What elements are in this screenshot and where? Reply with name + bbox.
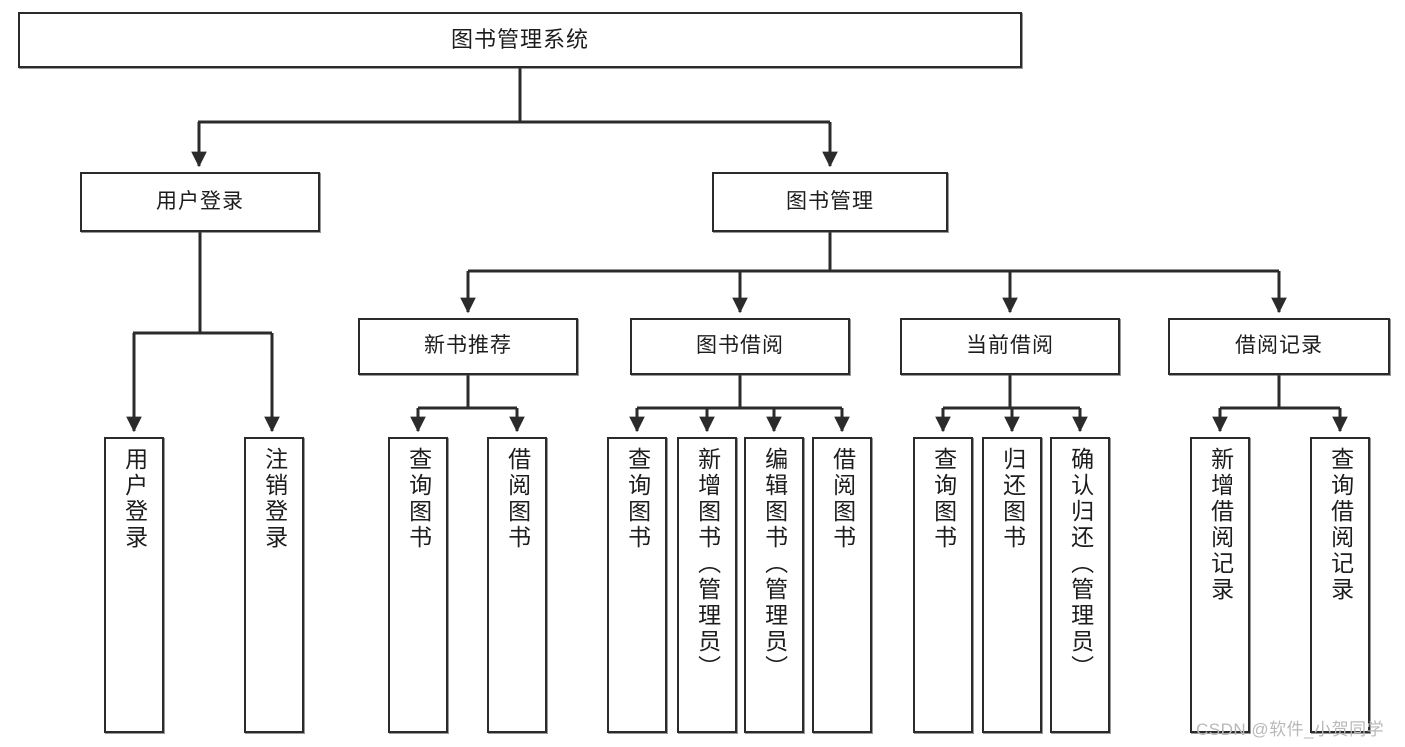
node-leaf-logout-login[interactable]: 注销登录 (244, 437, 304, 733)
node-leaf-add-book-admin[interactable]: 新增图书（管理员） (677, 437, 737, 733)
node-leaf-logout-login-label: 注销登录 (261, 447, 288, 551)
node-leaf-add-borrow-record-label: 新增借阅记录 (1207, 447, 1234, 603)
node-new-book-recommend-label: 新书推荐 (424, 334, 512, 358)
node-leaf-query-book-2[interactable]: 查询图书 (607, 437, 667, 733)
node-leaf-borrow-book-2-label: 借阅图书 (829, 447, 856, 551)
node-leaf-user-login-label: 用户登录 (121, 447, 148, 551)
node-leaf-return-book[interactable]: 归还图书 (982, 437, 1042, 733)
node-leaf-query-book-2-label: 查询图书 (624, 447, 651, 551)
node-new-book-recommend[interactable]: 新书推荐 (358, 318, 578, 375)
node-root-label: 图书管理系统 (450, 27, 589, 53)
node-leaf-add-borrow-record[interactable]: 新增借阅记录 (1190, 437, 1250, 733)
node-book-borrow[interactable]: 图书借阅 (630, 318, 850, 375)
node-leaf-edit-book-admin[interactable]: 编辑图书（管理员） (744, 437, 804, 733)
node-leaf-borrow-book-1[interactable]: 借阅图书 (487, 437, 547, 733)
node-leaf-user-login[interactable]: 用户登录 (104, 437, 164, 733)
node-borrow-record-label: 借阅记录 (1235, 334, 1323, 358)
node-leaf-confirm-return-admin-label: 确认归还（管理员） (1067, 447, 1094, 681)
node-leaf-return-book-label: 归还图书 (999, 447, 1026, 551)
node-leaf-query-book-1[interactable]: 查询图书 (388, 437, 448, 733)
node-leaf-edit-book-admin-label: 编辑图书（管理员） (761, 447, 788, 681)
node-leaf-borrow-book-2[interactable]: 借阅图书 (812, 437, 872, 733)
csdn-watermark: CSDN @软件_小贺同学 (1196, 720, 1385, 739)
node-leaf-borrow-book-1-label: 借阅图书 (504, 447, 531, 551)
node-leaf-query-book-3-label: 查询图书 (930, 447, 957, 551)
node-root[interactable]: 图书管理系统 (18, 12, 1022, 68)
node-leaf-add-book-admin-label: 新增图书（管理员） (694, 447, 721, 681)
node-user-login[interactable]: 用户登录 (80, 172, 320, 232)
node-current-borrow[interactable]: 当前借阅 (900, 318, 1120, 375)
node-book-manage[interactable]: 图书管理 (712, 172, 948, 232)
node-leaf-confirm-return-admin[interactable]: 确认归还（管理员） (1050, 437, 1110, 733)
node-leaf-query-borrow-record[interactable]: 查询借阅记录 (1310, 437, 1370, 733)
node-current-borrow-label: 当前借阅 (966, 334, 1054, 358)
node-borrow-record[interactable]: 借阅记录 (1168, 318, 1390, 375)
node-book-borrow-label: 图书借阅 (696, 334, 784, 358)
node-user-login-label: 用户登录 (156, 189, 244, 213)
node-book-manage-label: 图书管理 (786, 189, 874, 213)
node-leaf-query-borrow-record-label: 查询借阅记录 (1327, 447, 1354, 603)
node-leaf-query-book-3[interactable]: 查询图书 (913, 437, 973, 733)
node-leaf-query-book-1-label: 查询图书 (405, 447, 432, 551)
